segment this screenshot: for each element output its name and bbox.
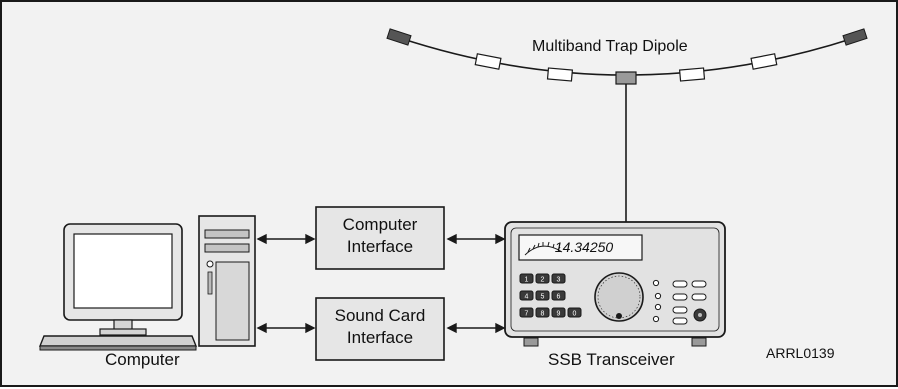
keypad-key: 8 xyxy=(535,307,550,318)
computer-keyboard xyxy=(38,335,198,351)
indicator-led xyxy=(652,315,660,323)
keypad-key: 2 xyxy=(535,273,550,284)
antenna-trap xyxy=(546,67,574,82)
keypad-key-label: 7 xyxy=(525,311,529,318)
connection-arrow xyxy=(446,233,506,245)
mode-button xyxy=(672,280,688,288)
keypad-key-label: 2 xyxy=(541,277,545,284)
mode-button xyxy=(672,317,688,325)
keypad-key: 0 xyxy=(567,307,582,318)
mode-button xyxy=(691,293,707,301)
keypad-key-label: 3 xyxy=(557,277,561,284)
s-meter-icon xyxy=(524,245,563,256)
computer-interface-line1: Computer xyxy=(342,215,418,234)
keypad-key: 9 xyxy=(551,307,566,318)
computer-interface-box xyxy=(315,206,445,270)
computer-label: Computer xyxy=(105,350,180,369)
keypad-key: 3 xyxy=(551,273,566,284)
keypad-key: 5 xyxy=(535,290,550,301)
connection-arrow xyxy=(446,322,506,334)
keypad-key: 1 xyxy=(519,273,534,284)
frequency-readout: 14.34250 xyxy=(555,239,614,255)
connection-arrow xyxy=(256,233,316,245)
computer-tower xyxy=(198,215,256,347)
computer-monitor xyxy=(63,223,183,336)
antenna-trap xyxy=(750,53,778,70)
connection-arrow xyxy=(256,322,316,334)
sound-card-interface-line2: Interface xyxy=(346,328,414,347)
keypad-key: 7 xyxy=(519,307,534,318)
antenna-label: Multiband Trap Dipole xyxy=(532,38,688,55)
keypad-key-label: 0 xyxy=(573,311,577,318)
sound-card-interface-box xyxy=(315,297,445,361)
mode-button xyxy=(672,293,688,301)
indicator-led xyxy=(654,292,662,300)
keypad-key: 6 xyxy=(551,290,566,301)
mode-button xyxy=(672,306,688,314)
keypad-key-label: 5 xyxy=(541,294,545,301)
mode-button xyxy=(691,280,707,288)
transceiver-keypad: 1 2 3 4 5 6 7 8 9 0 xyxy=(519,273,582,318)
sound-card-interface-label: Sound Card Interface xyxy=(316,305,444,349)
transceiver-display xyxy=(518,234,643,261)
transceiver-label: SSB Transceiver xyxy=(548,350,675,369)
figure-id: ARRL0139 xyxy=(766,345,835,361)
sound-card-interface-line1: Sound Card xyxy=(334,306,426,325)
keypad-key: 4 xyxy=(519,290,534,301)
antenna-insulator-left xyxy=(386,28,412,46)
keypad-key-label: 4 xyxy=(525,294,529,301)
antenna-trap xyxy=(474,53,502,70)
computer-interface-line2: Interface xyxy=(346,237,414,256)
antenna-insulator-right xyxy=(842,28,868,46)
keypad-key-label: 6 xyxy=(557,294,561,301)
antenna-feedpoint xyxy=(615,71,637,85)
keypad-key-label: 9 xyxy=(557,311,561,318)
indicator-led xyxy=(654,303,662,311)
tuning-knob xyxy=(594,272,644,322)
antenna-trap xyxy=(678,67,706,82)
indicator-led xyxy=(652,279,660,287)
keypad-key-label: 1 xyxy=(525,277,529,284)
ssb-transceiver xyxy=(504,221,726,347)
keypad-key-label: 8 xyxy=(541,311,545,318)
computer-interface-label: Computer Interface xyxy=(316,214,444,258)
